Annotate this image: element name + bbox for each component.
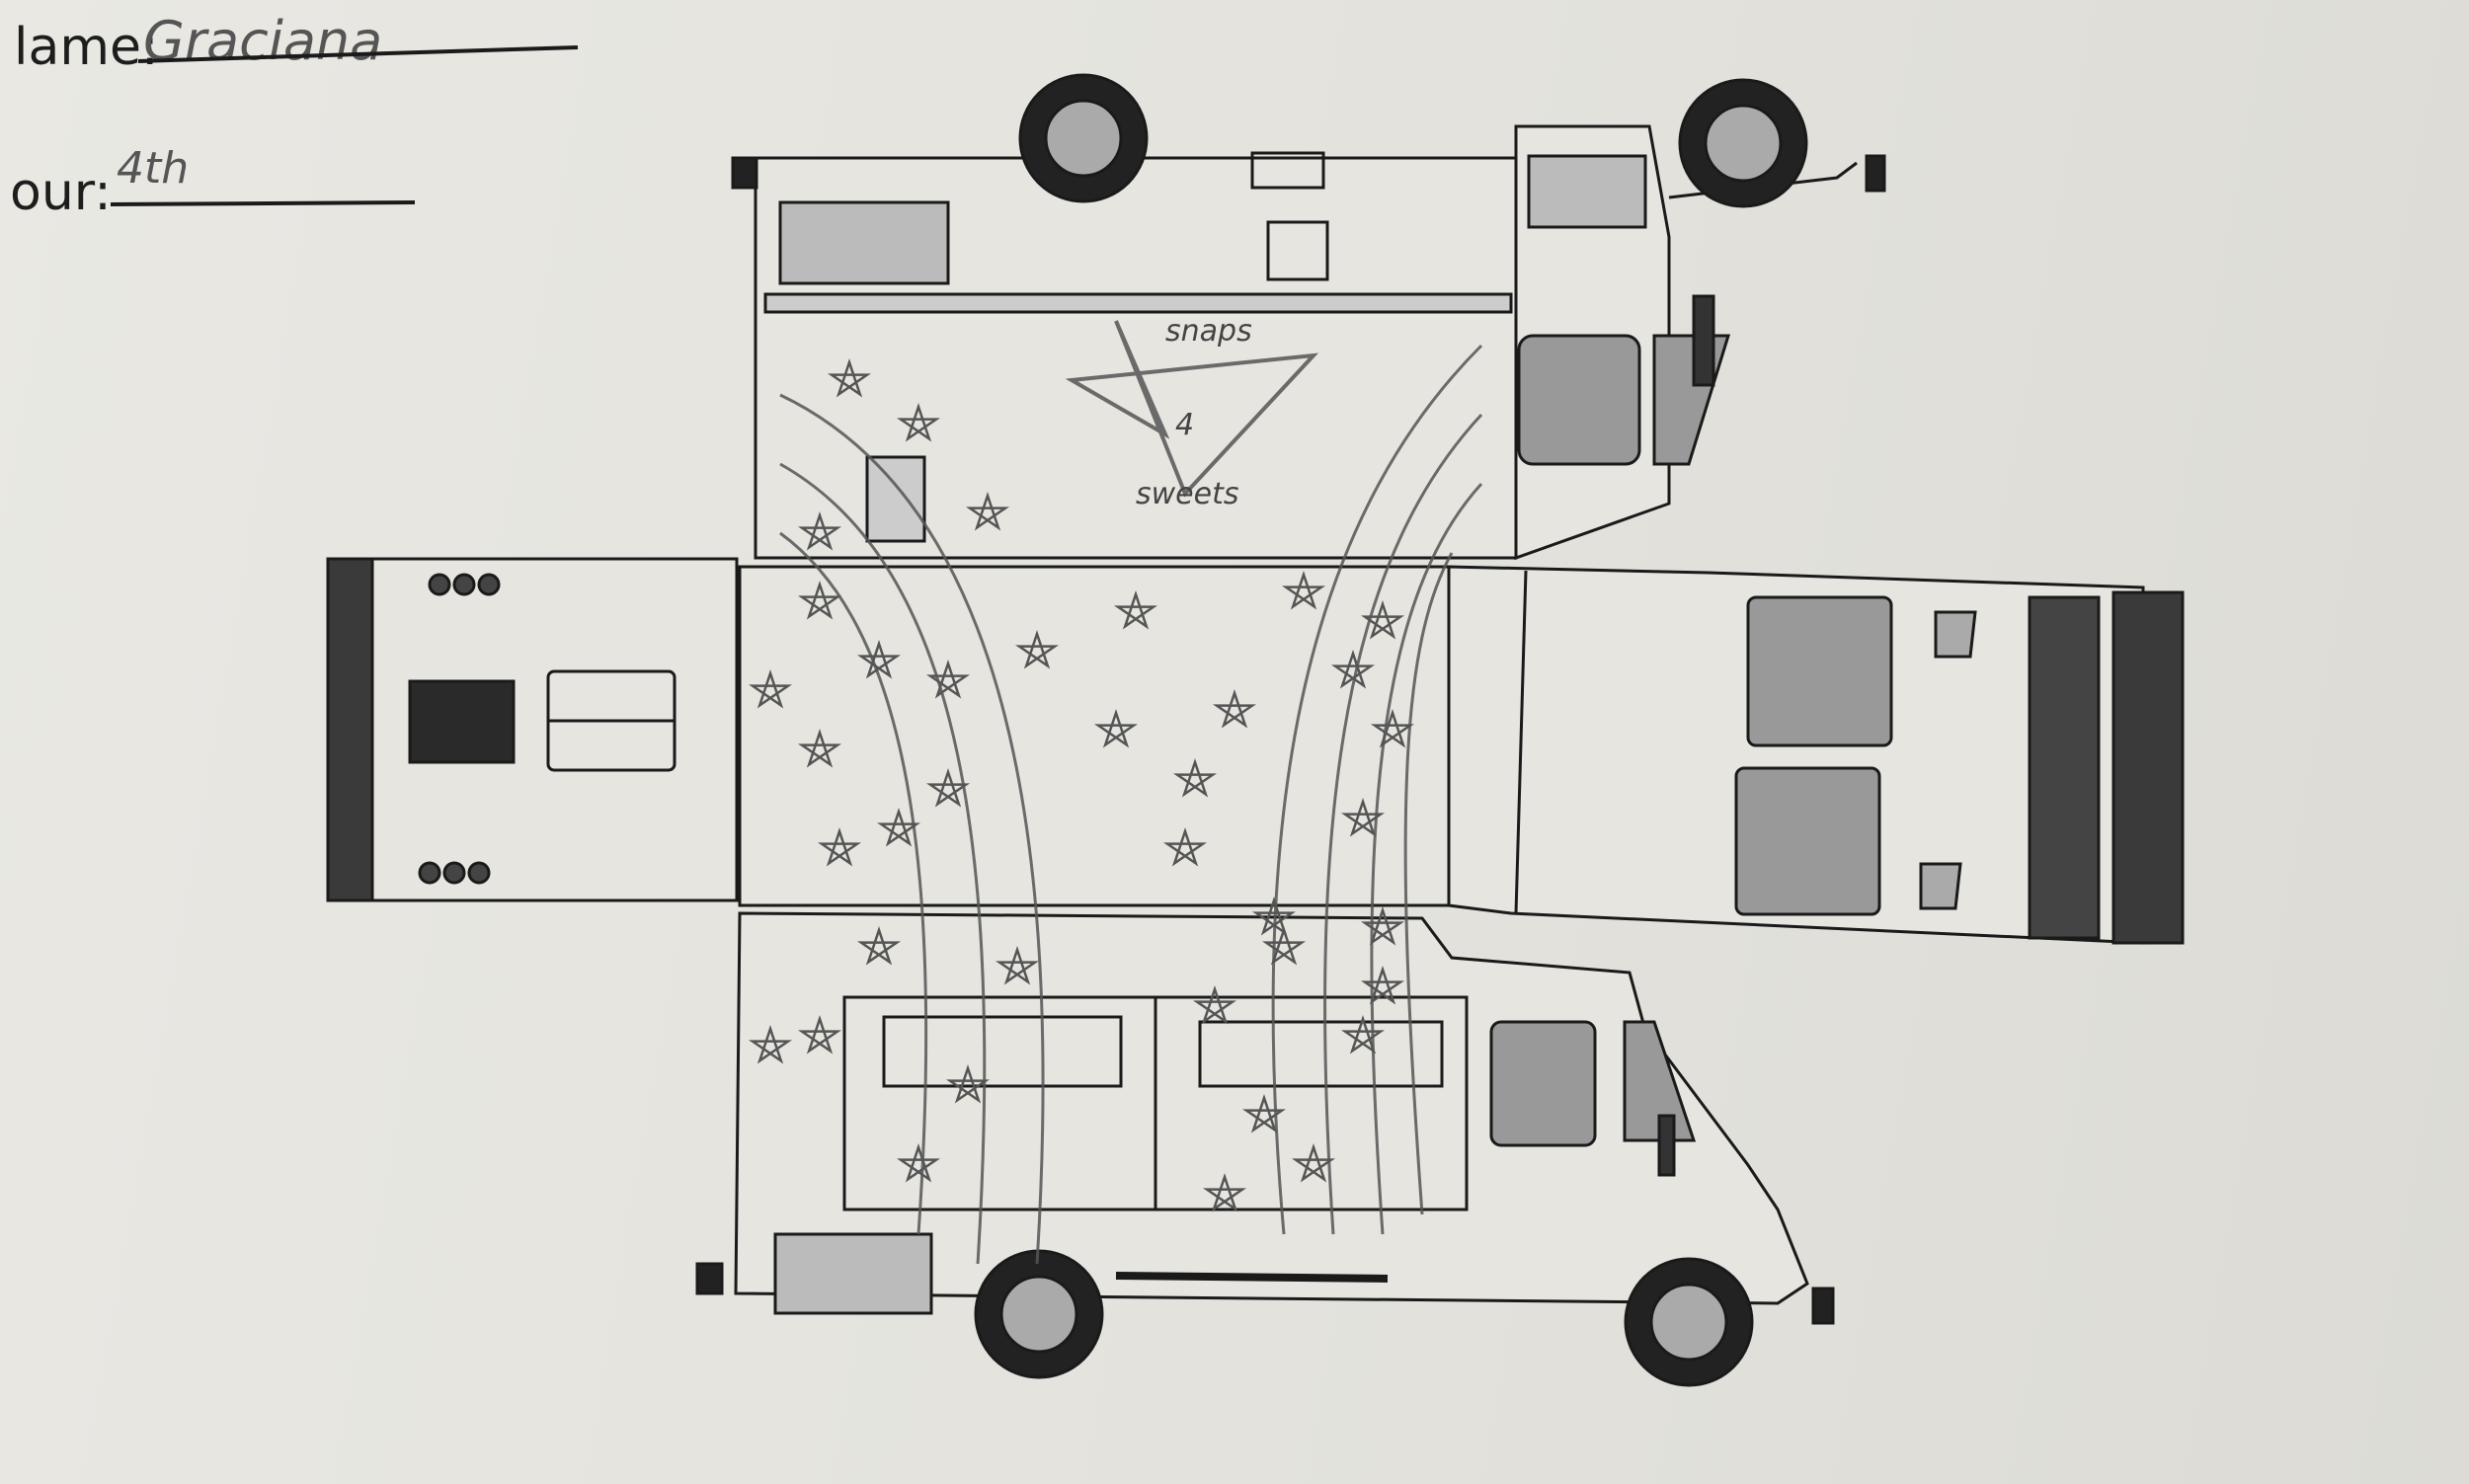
star-icon bbox=[945, 1064, 991, 1104]
star-icon bbox=[1340, 1015, 1386, 1054]
truck-back-panel bbox=[326, 557, 739, 902]
truck-front-panel bbox=[1447, 565, 2185, 945]
star-icon bbox=[1192, 985, 1237, 1025]
truck-side-top bbox=[731, 73, 1886, 561]
star-icon bbox=[797, 511, 842, 551]
star-text-bottom: sweets bbox=[1136, 477, 1238, 511]
hour-label: our: bbox=[10, 163, 112, 222]
star-icon bbox=[827, 358, 872, 398]
star-icon bbox=[1360, 966, 1405, 1005]
star-icon bbox=[1370, 709, 1415, 748]
star-icon bbox=[748, 669, 793, 709]
star-icon bbox=[1291, 1143, 1336, 1183]
star-icon bbox=[1330, 650, 1376, 689]
star-icon bbox=[1251, 897, 1297, 936]
star-icon bbox=[896, 403, 941, 442]
star-icon bbox=[1261, 926, 1307, 966]
name-label: lame: bbox=[14, 18, 159, 77]
star-icon bbox=[1113, 590, 1158, 630]
star-icon bbox=[1281, 571, 1326, 610]
star-icon bbox=[995, 946, 1040, 985]
truck-side-bottom bbox=[695, 911, 1835, 1387]
star-icon bbox=[1360, 906, 1405, 946]
star-icon bbox=[817, 827, 862, 867]
star-icon bbox=[1162, 827, 1208, 867]
star-icon bbox=[856, 640, 902, 679]
star-icon bbox=[1014, 630, 1060, 669]
small-stars bbox=[748, 358, 1415, 1212]
star-icon bbox=[748, 1025, 793, 1064]
star-icon bbox=[925, 768, 971, 808]
star-center-mark: 4 bbox=[1175, 408, 1194, 442]
star-icon bbox=[1065, 320, 1319, 498]
star-icon bbox=[856, 926, 902, 966]
star-icon bbox=[1340, 798, 1386, 837]
star-icon bbox=[1241, 1094, 1287, 1133]
star-icon bbox=[797, 729, 842, 768]
star-icon bbox=[965, 492, 1010, 531]
star-icon bbox=[925, 660, 971, 699]
star-icon bbox=[797, 581, 842, 620]
star-icon bbox=[896, 1143, 941, 1183]
hour-value: 4th bbox=[117, 143, 190, 194]
star-icon bbox=[1202, 1173, 1247, 1212]
star-icon bbox=[1093, 709, 1139, 748]
star-icon bbox=[797, 1015, 842, 1054]
star-icon bbox=[1360, 600, 1405, 640]
star-icon bbox=[876, 808, 921, 847]
star-labels: snaps sweets 4 bbox=[1136, 314, 1252, 511]
star-text-top: snaps bbox=[1165, 314, 1252, 349]
hour-underline bbox=[110, 200, 416, 206]
star-icon bbox=[1172, 758, 1218, 798]
star-icon bbox=[1212, 689, 1257, 729]
name-underline bbox=[137, 45, 579, 63]
